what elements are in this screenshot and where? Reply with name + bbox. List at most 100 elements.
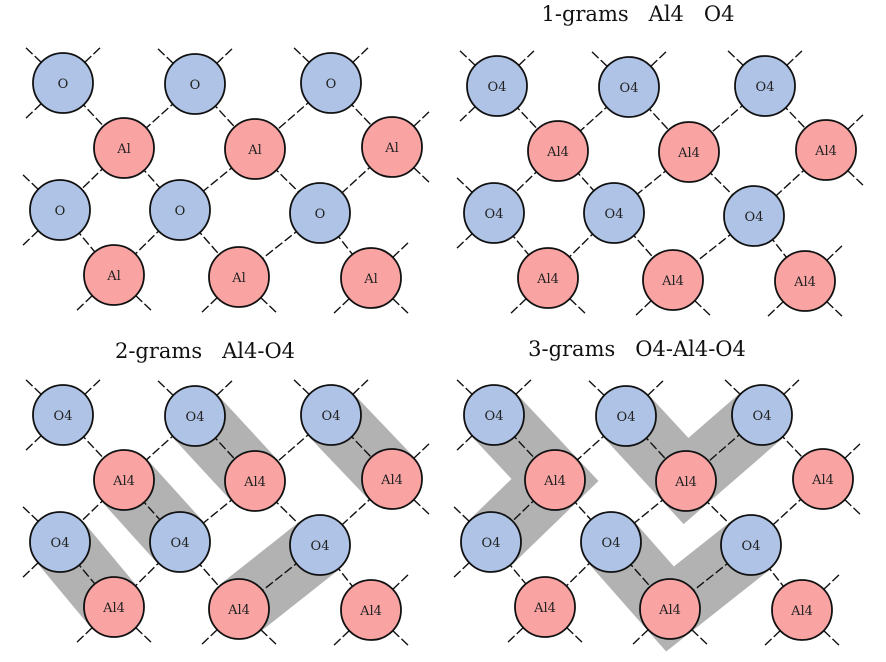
atom-label: Al4	[533, 601, 556, 616]
oxygen-circle	[463, 182, 525, 244]
aluminum-atom-node: Al	[340, 247, 402, 309]
aluminum-atom-node: Al4	[83, 576, 145, 638]
aluminum-circle	[208, 578, 270, 640]
dangling-bond-line	[24, 378, 42, 395]
dangling-bond-line	[216, 379, 234, 396]
aluminum-circle	[340, 247, 402, 309]
oxygen-atom-node: O	[300, 52, 362, 114]
aluminum-atom-node: Al4	[792, 448, 854, 510]
aluminum-circle	[524, 449, 586, 511]
aluminum-circle	[639, 578, 701, 640]
atom-label: Al4	[102, 601, 125, 616]
dangling-bond-line	[763, 630, 781, 647]
atom-label: O4	[605, 207, 624, 222]
aluminum-circle	[208, 246, 270, 308]
atom-label: Al4	[658, 603, 681, 618]
oxygen-atom-node: O4	[583, 182, 645, 244]
panel-title-2-grams: 2-grams Al4-O4	[115, 339, 295, 363]
oxygen-atom-node: O4	[466, 55, 528, 117]
dangling-bond-line	[135, 627, 153, 644]
atom-label: Al4	[793, 275, 816, 290]
atom-label: Al4	[811, 473, 834, 488]
dangling-bond-line	[566, 627, 584, 644]
atom-label: O4	[488, 80, 507, 95]
dangling-bond-line	[200, 297, 218, 314]
dangling-bond-line	[24, 46, 42, 63]
dangling-bond-line	[135, 295, 153, 312]
oxygen-circle	[300, 52, 362, 114]
oxygen-circle	[300, 384, 362, 446]
aluminum-atom-node: Al	[208, 246, 270, 308]
atom-label: O	[315, 207, 326, 222]
oxygen-atom-node: O4	[595, 385, 657, 447]
dangling-bond-line	[260, 297, 278, 314]
atom-label: Al4	[674, 475, 697, 490]
aluminum-atom-node: Al	[83, 244, 145, 306]
aluminum-circle	[340, 579, 402, 641]
atom-label: Al4	[380, 473, 403, 488]
aluminum-atom-node: Al4	[771, 579, 833, 641]
oxygen-atom-node: O4	[32, 384, 94, 446]
atom-label: Al4	[661, 274, 684, 289]
oxygen-circle	[460, 511, 522, 573]
oxygen-circle	[583, 182, 645, 244]
aluminum-circle	[83, 576, 145, 638]
oxygen-circle	[29, 511, 91, 573]
oxygen-circle	[149, 511, 211, 573]
atom-label: Al	[363, 272, 378, 287]
oxygen-atom-node: O	[289, 182, 351, 244]
dangling-bond-line	[452, 562, 470, 579]
atom-label: Al4	[543, 474, 566, 489]
dangling-bond-line	[506, 627, 524, 644]
aluminum-atom-node: Al	[224, 118, 286, 180]
oxygen-circle	[32, 52, 94, 114]
aluminum-circle	[774, 250, 836, 312]
aluminum-circle	[93, 449, 155, 511]
dangling-bond-line	[455, 435, 473, 452]
dangling-bond-line	[844, 442, 862, 459]
atom-label: O4	[322, 409, 341, 424]
aluminum-atom-node: Al4	[208, 578, 270, 640]
aluminum-atom-node: Al4	[224, 450, 286, 512]
aluminum-atom-node: Al4	[524, 449, 586, 511]
dangling-bond-line	[24, 435, 42, 452]
oxygen-atom-node: O4	[149, 511, 211, 573]
dangling-bond-line	[694, 300, 712, 317]
dangling-bond-line	[569, 298, 587, 315]
oxygen-atom-node: O	[29, 179, 91, 241]
aluminum-atom-node: Al4	[514, 576, 576, 638]
dangling-bond-line	[455, 378, 473, 395]
oxygen-circle	[580, 511, 642, 573]
dangling-bond-line	[21, 505, 39, 522]
atom-label: Al	[116, 142, 131, 157]
dangling-bond-line	[826, 301, 844, 318]
dangling-bond-line	[823, 573, 841, 590]
aluminum-circle	[527, 120, 589, 182]
oxygen-circle	[463, 384, 525, 446]
aluminum-atom-node: Al4	[517, 247, 579, 309]
dangling-bond-line	[21, 173, 39, 190]
dangling-bond-line	[847, 170, 865, 187]
oxygen-atom-node: O4	[164, 385, 226, 447]
oxygen-circle	[598, 56, 660, 118]
oxygen-atom-node: O	[164, 53, 226, 115]
aluminum-atom-node: Al4	[361, 448, 423, 510]
aluminum-circle	[83, 244, 145, 306]
atom-label: O4	[485, 207, 504, 222]
oxygen-circle	[149, 179, 211, 241]
atom-label: Al4	[814, 144, 837, 159]
aluminum-circle	[642, 249, 704, 311]
atom-label: Al4	[227, 603, 250, 618]
oxygen-circle	[720, 514, 782, 576]
atom-label: Al4	[546, 145, 569, 160]
atom-label: O4	[742, 539, 761, 554]
oxygen-atom-node: O4	[723, 185, 785, 247]
dangling-bond-line	[413, 110, 431, 127]
dangling-bond-line	[75, 295, 93, 312]
atom-label: O4	[753, 409, 772, 424]
